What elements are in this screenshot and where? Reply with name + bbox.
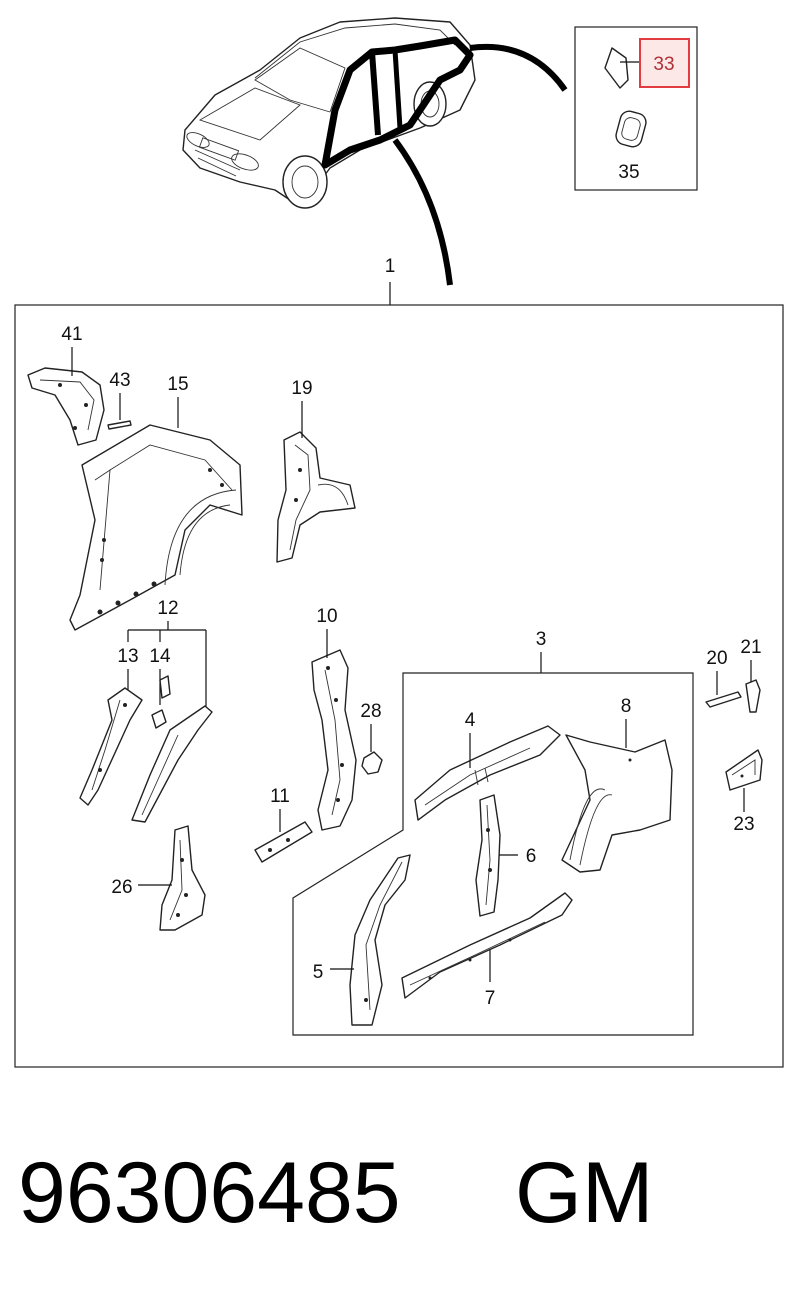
part-23: 23	[725, 749, 763, 835]
callout-15[interactable]: 15	[167, 374, 188, 395]
subframe-3: 3 4 6 8 5 7	[292, 629, 694, 1036]
inset-box: 33 35	[574, 26, 698, 191]
callout-21[interactable]: 21	[740, 637, 761, 658]
callout-41[interactable]: 41	[61, 324, 82, 345]
part-11: 11	[254, 786, 313, 863]
part-number: 96306485	[18, 1145, 401, 1241]
main-frame: 1	[14, 256, 784, 1068]
part-21: 21	[740, 637, 762, 713]
callout-4[interactable]: 4	[465, 710, 476, 731]
callout-28[interactable]: 28	[360, 701, 381, 722]
callout-6[interactable]: 6	[526, 846, 537, 867]
callout-20[interactable]: 20	[706, 648, 727, 669]
part-28: 28	[360, 701, 383, 775]
callout-19[interactable]: 19	[291, 378, 312, 399]
part-26: 26	[111, 825, 206, 931]
callout-35[interactable]: 35	[618, 162, 639, 183]
callout-10[interactable]: 10	[316, 606, 337, 627]
part-41: 41	[27, 324, 105, 446]
callout-33[interactable]: 33	[653, 54, 674, 75]
callout-3[interactable]: 3	[536, 629, 547, 650]
callout-8[interactable]: 8	[621, 696, 632, 717]
footer: 96306485 GM	[18, 1145, 654, 1241]
part-43: 43	[107, 370, 132, 430]
callout-23[interactable]: 23	[733, 814, 754, 835]
brand-label: GM	[515, 1145, 654, 1241]
callout-7[interactable]: 7	[485, 988, 496, 1009]
part-20: 20	[705, 648, 742, 708]
part-15: 15	[69, 374, 243, 631]
callout-5[interactable]: 5	[313, 962, 324, 983]
callout-14[interactable]: 14	[149, 646, 171, 667]
callout-12[interactable]: 12	[157, 598, 178, 619]
part-19: 19	[276, 378, 356, 563]
highlight-box[interactable]	[639, 38, 690, 88]
callout-26[interactable]: 26	[111, 877, 132, 898]
car-illustration	[182, 17, 568, 286]
fuel-housing-part	[615, 110, 647, 148]
part-10: 10	[311, 606, 357, 831]
callout-43[interactable]: 43	[109, 370, 130, 391]
callout-11[interactable]: 11	[270, 786, 290, 807]
part-12-group: 12 13 14	[79, 598, 213, 823]
callout-13[interactable]: 13	[117, 646, 138, 667]
callout-1[interactable]: 1	[385, 256, 396, 277]
fuel-door-part	[604, 47, 629, 89]
